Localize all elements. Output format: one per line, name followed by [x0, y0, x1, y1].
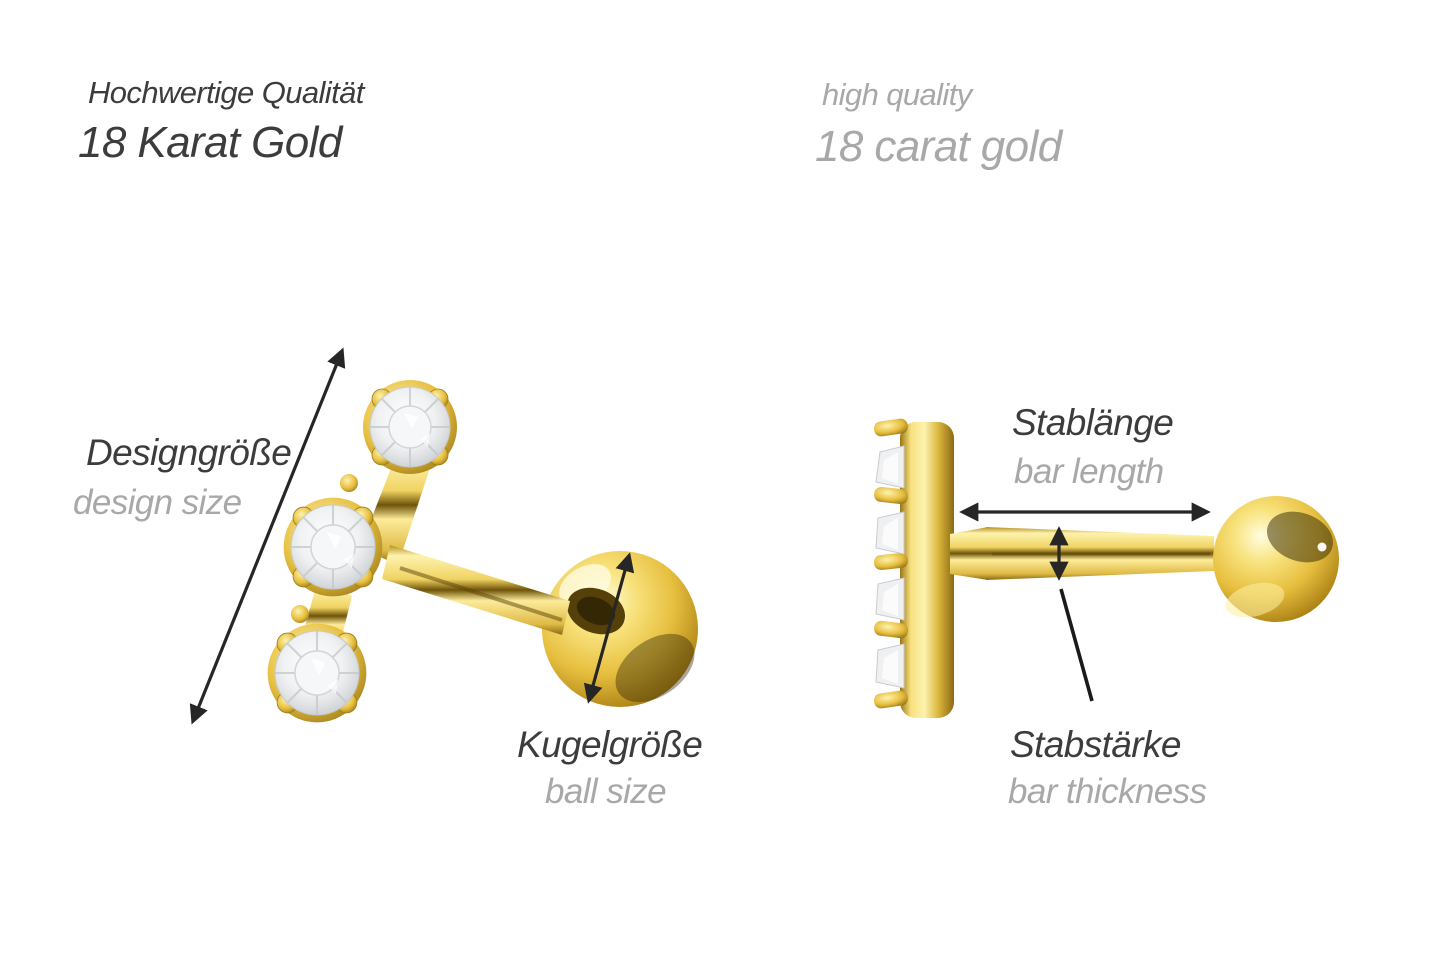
design-size-arrow	[189, 347, 346, 725]
crystal-middle	[282, 496, 384, 598]
side-view-cluster	[900, 422, 954, 718]
ball-size-label-de: Kugelgröße	[517, 724, 703, 765]
front-view-bar	[382, 545, 570, 635]
gold-bead	[291, 605, 309, 623]
side-view-jewelry	[873, 418, 1339, 718]
bar-thickness-label-en: bar thickness	[1008, 772, 1207, 811]
front-view-jewelry	[189, 347, 698, 725]
crystal-bottom	[266, 622, 368, 724]
crystal-top	[362, 379, 458, 475]
bar-thickness-label-de: Stabstärke	[1010, 724, 1181, 765]
gold-bead	[340, 474, 358, 492]
bar-length-label-de: Stablänge	[1012, 402, 1174, 443]
quality-title-de: 18 Karat Gold	[78, 118, 342, 167]
prong	[873, 690, 908, 709]
bar-thickness-pointer-line	[1059, 588, 1094, 702]
prong	[873, 552, 908, 571]
bar-length-label-en: bar length	[1014, 452, 1164, 491]
ball-size-arrow	[583, 552, 635, 704]
quality-title-en: 18 carat gold	[815, 122, 1062, 171]
bar-cone	[950, 527, 988, 580]
prong	[874, 486, 909, 505]
prong	[873, 418, 908, 437]
side-view-ball	[1213, 496, 1339, 622]
quality-subtitle-en: high quality	[822, 77, 972, 112]
quality-subtitle-de: Hochwertige Qualität	[88, 75, 364, 110]
bar-shading	[399, 566, 563, 622]
edge-crystals	[875, 445, 905, 689]
prong	[874, 620, 909, 639]
ball-size-label-en: ball size	[545, 772, 667, 811]
